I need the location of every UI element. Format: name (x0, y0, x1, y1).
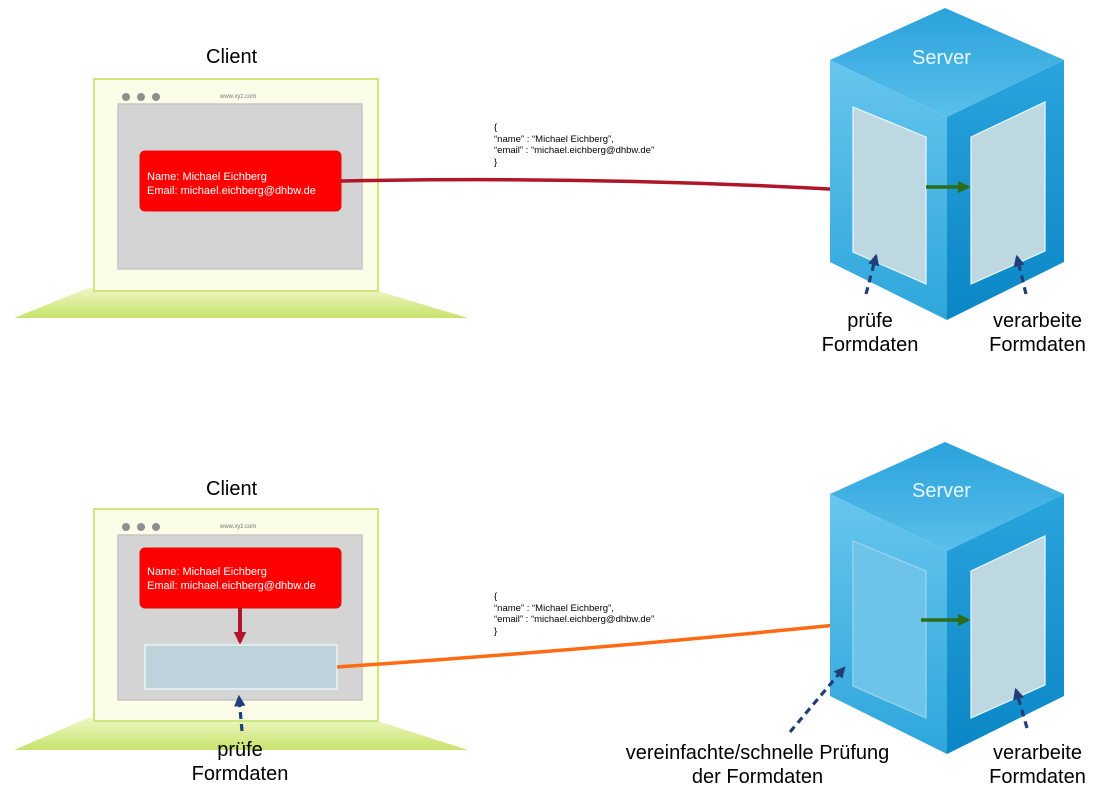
client-title: Client (206, 46, 258, 68)
client-validate-label: prüfe Formdaten (191, 739, 289, 785)
client-validate-box (144, 644, 338, 690)
window-dot-icon (152, 523, 160, 531)
process-pointer (1013, 254, 1028, 295)
server-validate-label: vereinfachte/schnelle Prüfung der Formda… (625, 742, 890, 788)
server-cube-bottom (830, 442, 1064, 754)
window-dot-icon (122, 93, 130, 101)
server-title: Server (912, 480, 971, 502)
request-arrow (336, 617, 850, 669)
process-pointer (1013, 687, 1029, 729)
server-process-label: verarbeite Formdaten (989, 310, 1086, 356)
validate-pointer (864, 253, 880, 295)
window-dot-icon (137, 93, 145, 101)
client-validate-pointer (234, 694, 246, 732)
form-name-value: Name: Michael Eichberg (147, 566, 267, 578)
form-email-value: Email: michael.eichberg@dhbw.de (147, 185, 316, 197)
server-title: Server (912, 47, 971, 69)
json-payload: { “name” : “Michael Eichberg”, “email” :… (494, 122, 655, 168)
window-dot-icon (152, 93, 160, 101)
browser-url: www.xyz.com (220, 94, 257, 100)
server-validate-label: prüfe Formdaten (821, 310, 919, 356)
validate-panel (852, 540, 927, 719)
process-panel (970, 101, 1046, 285)
browser-url: www.xyz.com (220, 524, 257, 530)
process-panel (970, 535, 1046, 719)
server-process-label: verarbeite Formdaten (989, 742, 1086, 788)
validate-panel (852, 106, 927, 285)
window-dot-icon (137, 523, 145, 531)
window-dot-icon (122, 523, 130, 531)
form-name-value: Name: Michael Eichberg (147, 171, 267, 183)
server-cube-top (830, 8, 1064, 320)
form-email-value: Email: michael.eichberg@dhbw.de (147, 580, 316, 592)
client-title: Client (206, 478, 258, 500)
json-payload: { “name” : “Michael Eichberg”, “email” :… (494, 591, 655, 637)
request-arrow (340, 177, 852, 198)
validate-pointer (788, 666, 846, 734)
